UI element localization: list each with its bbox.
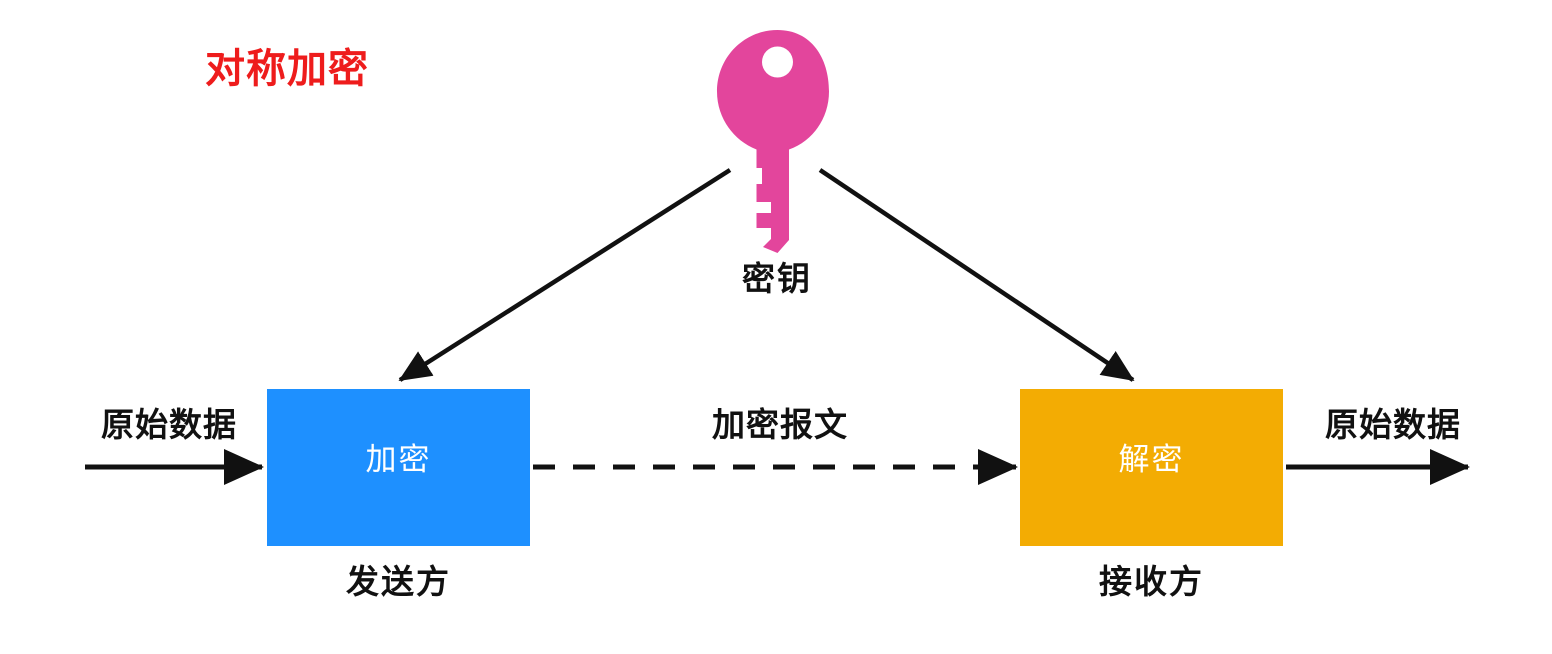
- page-title: 对称加密: [205, 46, 369, 92]
- key-label: 密钥: [742, 259, 812, 298]
- encrypt-box[interactable]: 加密: [267, 389, 530, 546]
- cipher-text-label: 加密报文: [712, 405, 848, 444]
- output-data-label: 原始数据: [1325, 405, 1461, 444]
- decrypt-box[interactable]: 解密: [1020, 389, 1283, 546]
- sender-label: 发送方: [346, 562, 451, 601]
- receiver-label: 接收方: [1099, 562, 1204, 601]
- key-icon: [717, 30, 829, 253]
- decrypt-box-label: 解密: [1118, 442, 1185, 478]
- encrypt-box-label: 加密: [365, 442, 432, 478]
- input-data-label: 原始数据: [101, 405, 237, 444]
